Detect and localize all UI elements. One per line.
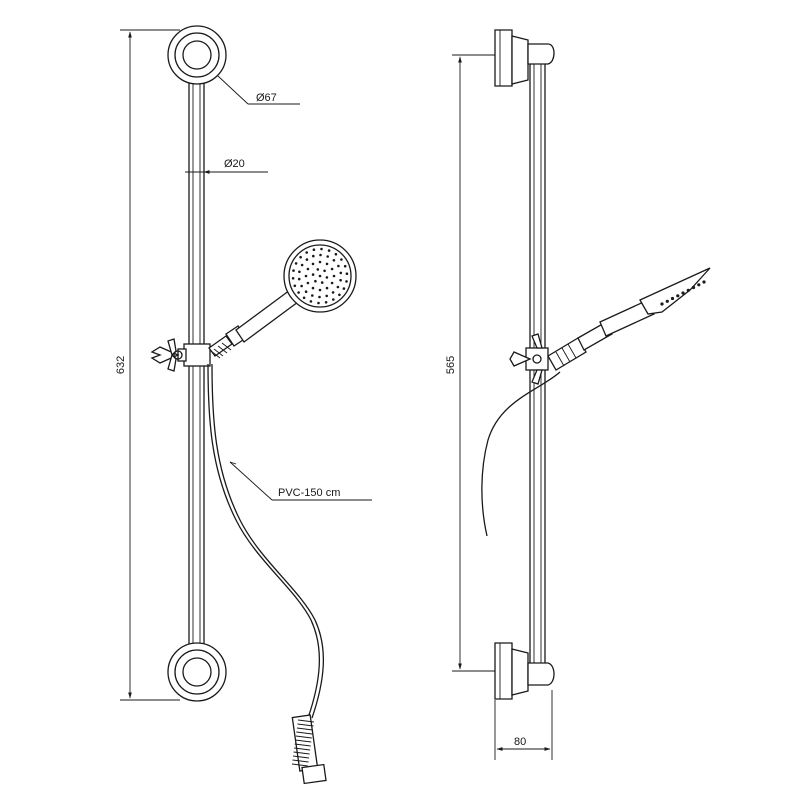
hose-label: PVC-150 cm [278,487,340,499]
dimension-flange-diameter: Ø67 [217,75,300,105]
front-hose [207,363,327,785]
side-top-flange [494,29,555,87]
front-top-flange [167,25,227,85]
front-view: 632 Ø67 Ø2 [115,25,372,785]
side-view: 565 80 [445,29,711,760]
hose-label-leader: PVC-150 cm [229,461,372,501]
front-slider [150,338,211,372]
dimension-rail-diameter: Ø20 [185,158,268,174]
side-bottom-flange [494,642,555,700]
dimension-label-80: 80 [514,736,526,748]
dimension-label-632: 632 [115,356,127,374]
front-shower-head [208,239,357,359]
side-shower-head [547,267,711,371]
front-bottom-flange [167,642,227,702]
dimension-front-height: 632 [115,29,180,701]
dimension-side-height: 565 [445,54,530,672]
dimension-label-67: Ø67 [256,92,277,104]
dimension-projection: 80 [494,690,553,760]
side-slider [509,333,549,385]
dimension-label-565: 565 [445,356,457,374]
side-hose [481,371,561,537]
dimension-label-20: Ø20 [224,158,245,170]
